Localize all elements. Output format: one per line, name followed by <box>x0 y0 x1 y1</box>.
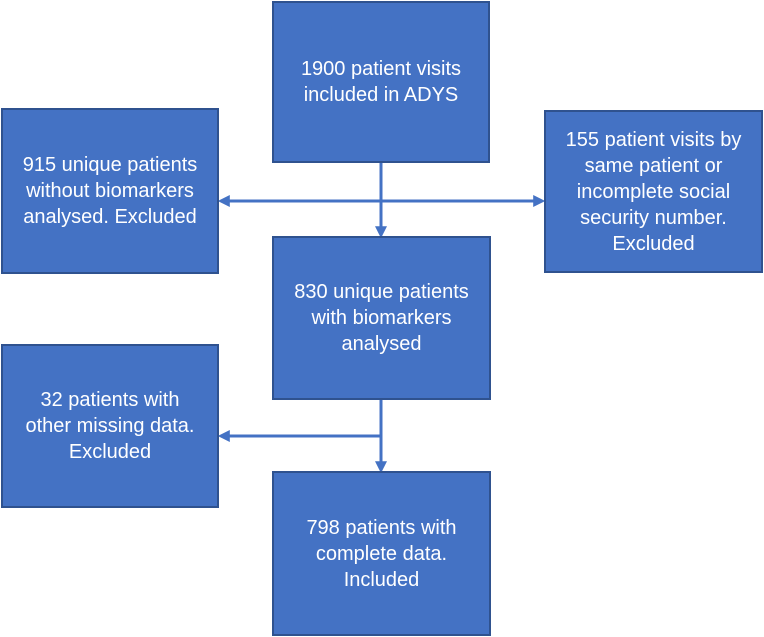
box-798-label: 798 patients with complete data. Include… <box>306 516 457 591</box>
box-915-excluded: 915 unique patients without biomarkers a… <box>1 108 219 274</box>
box-830-with-biomarkers: 830 unique patients with biomarkers anal… <box>272 236 491 400</box>
box-155-excluded: 155 patient visits by same patient or in… <box>544 110 763 273</box>
box-830-label: 830 unique patients with biomarkers anal… <box>294 281 469 355</box>
box-1900-label: 1900 patient visits included in ADYS <box>300 58 462 106</box>
box-32-excluded: 32 patients with other missing data. Exc… <box>1 344 219 508</box>
box-798-included: 798 patients with complete data. Include… <box>272 471 491 636</box>
box-32-label: 32 patients with other missing data. Exc… <box>25 389 195 463</box>
box-155-label: 155 patient visits by same patient or in… <box>565 128 742 255</box>
box-1900-patient-visits: 1900 patient visits included in ADYS <box>272 1 490 163</box>
box-915-label: 915 unique patients without biomarkers a… <box>22 154 198 228</box>
